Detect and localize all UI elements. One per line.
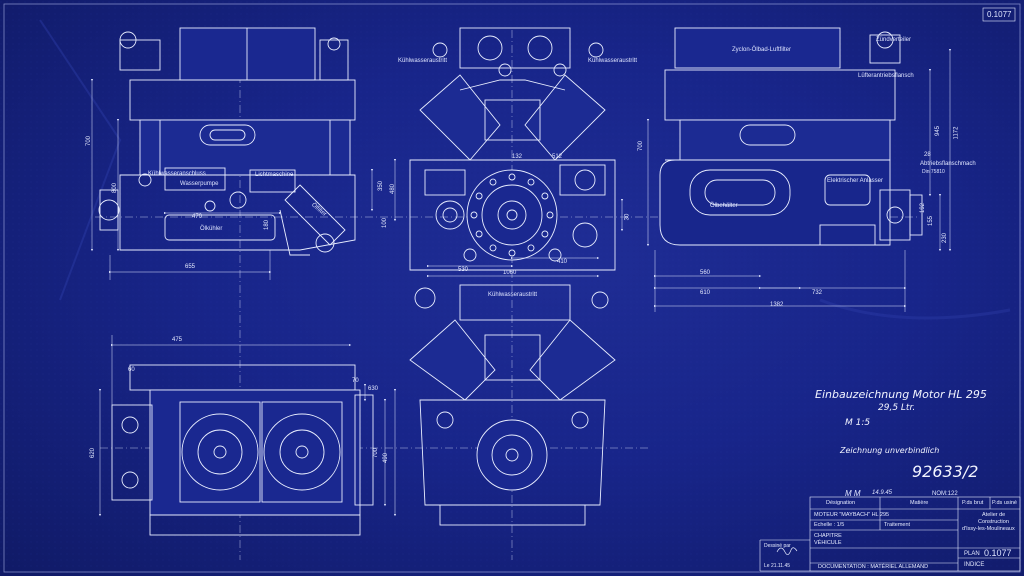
bolt-hole: [470, 211, 478, 219]
title-block-chapter: CHAPITRE: [814, 533, 842, 539]
label-kuehlwasseraustritt-left: Kühlwasseraustritt: [398, 58, 448, 64]
front-view: [409, 27, 616, 271]
dim-560: 560: [700, 270, 711, 276]
title-block-workshop-2: Construction: [978, 519, 1009, 525]
bolt-hole: [541, 192, 549, 200]
title-block-treatment: Traitement: [884, 522, 911, 528]
dim-70: 70: [352, 378, 359, 384]
drawing-title-displacement: 29,5 Ltr.: [878, 403, 916, 413]
rear-side-view: [659, 27, 923, 246]
corner-sheet-number: 0.1077: [987, 10, 1012, 19]
dim-475: 475: [172, 337, 183, 343]
lower-front-view: [409, 284, 616, 526]
side-view-left: [98, 27, 356, 256]
label-kuehlwasseraustritt-right: Kühlwasseraustritt: [588, 58, 638, 64]
title-block-mm: M M: [845, 489, 861, 498]
label-oelkuehler: Ölkühler: [200, 226, 223, 232]
label-abtriebsflansch-din: Din 75810: [922, 169, 945, 175]
title-block-nom: NOM:122: [932, 491, 958, 497]
label-wasserpumpe: Wasserpumpe: [180, 181, 219, 187]
title-block-date: 14.9.45: [872, 490, 893, 496]
title-block-col-designation: Désignation: [826, 500, 856, 506]
title-block-workshop-1: Atelier de: [982, 512, 1006, 518]
dim-512: 512: [552, 154, 563, 160]
bolt-hole: [527, 244, 535, 252]
label-oelbehaelter: Ölbehälter: [710, 203, 738, 209]
label-zyklon-luftfilter: Zyclon-Ölbad-Luftfilter: [732, 47, 792, 53]
dim-1060: 1060: [503, 270, 517, 276]
title-block-grid: [759, 7, 1021, 572]
dim-470: 470: [192, 214, 203, 220]
dim-655: 655: [185, 264, 196, 270]
drawing-subtitle: Zeichnung unverbindlich: [840, 446, 940, 455]
bolt-hole: [475, 192, 483, 200]
dim-732: 732: [812, 290, 823, 296]
title-block-drawn-date: Le 21.11.45: [764, 563, 791, 569]
title-block-workshop-3: d'Issy-les-Moulineaux: [962, 526, 1015, 532]
dim-410: 410: [557, 259, 568, 265]
drawing-title: Einbauzeichnung Motor HL 295: [815, 388, 987, 401]
title-block-part-name: MOTEUR "MAYBACH" HL 295: [814, 512, 890, 518]
title-block-col-weight-gross: P.ds brut: [962, 500, 984, 506]
dim-132: 132: [512, 154, 523, 160]
title-block-plan-label: PLAN: [964, 551, 980, 557]
title-block-plan-number: 0.1077: [984, 548, 1012, 558]
bolt-hole: [508, 173, 516, 181]
dim-60: 60: [128, 367, 135, 373]
plan-view: [111, 364, 374, 536]
drawing-scale-note: M 1:5: [845, 418, 871, 428]
drawing-number: 92633/2: [912, 462, 979, 481]
bolt-hole: [541, 230, 549, 238]
label-kuehlwasseraustritt-lower: Kühlwasseraustritt: [488, 292, 538, 298]
label-zuendverteiler: Zündverteiler: [876, 37, 912, 43]
bolt-hole: [475, 230, 483, 238]
dim-610: 610: [700, 290, 711, 296]
title-block-index: INDICE: [964, 562, 985, 568]
label-kuehlwasseranschluss: Kühlwasseranschluss: [148, 171, 206, 177]
bolt-hole: [489, 178, 497, 186]
dim-1382: 1382: [770, 302, 784, 308]
bolt-hole: [527, 178, 535, 186]
label-abtriebsflansch: Abtriebsflanschmach: [920, 161, 976, 167]
title-block-documentation: DOCUMENTATION : MATÉRIEL ALLEMAND: [818, 564, 929, 570]
label-lichtmaschine: Lichtmaschine: [255, 172, 294, 178]
bolt-hole: [489, 244, 497, 252]
title-block-drawn-by: Dessiné par: [764, 543, 791, 549]
dim-530: 530: [458, 267, 469, 273]
title-block-col-material: Matière: [910, 500, 929, 506]
title-block-col-weight-net: P.ds usiné: [992, 500, 1017, 506]
label-luefterantrieb: Lüfterantriebsflansch: [858, 73, 914, 79]
bolt-hole: [546, 211, 554, 219]
title-block-scale: Echelle : 1/5: [814, 522, 845, 528]
bolt-hole: [508, 249, 516, 257]
title-block-vehicle: VÉHICULE: [814, 540, 842, 546]
label-elektrischer-anlasser: Elektrischer Anlasser: [827, 178, 884, 184]
dim-28: 28: [924, 152, 931, 158]
dim-630: 630: [368, 386, 379, 392]
